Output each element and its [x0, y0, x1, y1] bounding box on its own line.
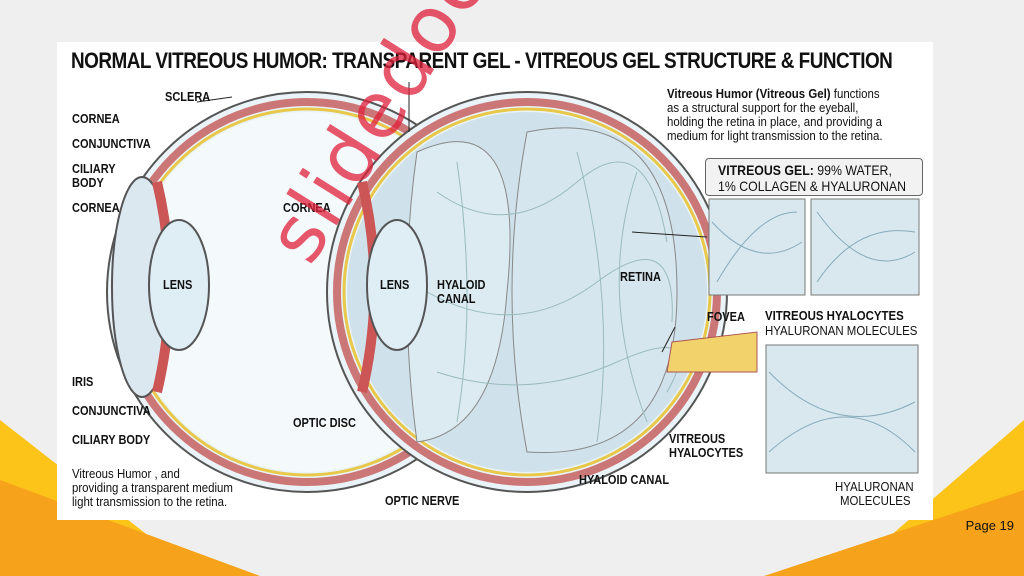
label-hyaloid: HYALOID — [437, 278, 486, 292]
vitreous-gel-box: VITREOUS GEL: 99% WATER, 1% COLLAGEN & H… — [705, 158, 923, 196]
label-molecules: MOLECULES — [840, 493, 911, 508]
label-cornea-3: CORNEA — [283, 201, 331, 215]
label-lens-2: LENS — [380, 278, 410, 292]
label-vitreous: VITREOUS — [669, 432, 726, 446]
eye-diagram-image: NORMAL VITREOUS HUMOR: TRANSPARENT GEL -… — [57, 42, 933, 520]
gel-line-2: 1% COLLAGEN & HYALURONAN — [718, 178, 907, 194]
footnote-line-3: light transmission to the retina. — [72, 494, 228, 509]
page-number: Page 19 — [965, 518, 1014, 533]
label-cornea: CORNEA — [72, 112, 120, 126]
gel-line-1: VITREOUS GEL: 99% WATER, — [718, 162, 892, 178]
label-iris: IRIS — [72, 375, 94, 389]
gel-bold: VITREOUS GEL: — [718, 162, 814, 178]
label-sclera: SCLERA — [165, 90, 211, 104]
label-fovea: FOVEA — [707, 310, 745, 324]
intro-bold: Vitreous Humor (Vitreous Gel) — [667, 86, 831, 101]
diagram-title: NORMAL VITREOUS HUMOR: TRANSPARENT GEL -… — [71, 48, 893, 73]
label-hyaloid-canal: HYALOID CANAL — [579, 473, 670, 487]
label-optic-disc: OPTIC DISC — [293, 416, 356, 430]
eye-illustration — [106, 82, 920, 493]
label-conjunctiva: CONJUNCTIVA — [72, 137, 151, 151]
hyalocytes-box-title: VITREOUS HYALOCYTES — [765, 308, 904, 323]
label-lens: LENS — [163, 278, 193, 292]
intro-text: Vitreous Humor (Vitreous Gel) functions — [667, 87, 880, 101]
footnote-line-2: providing a transparent medium — [72, 480, 233, 495]
hyalocytes-box-subtitle: HYALURONAN MOLECULES — [765, 323, 918, 338]
label-optic-nerve: OPTIC NERVE — [385, 494, 460, 508]
label-conjunctiva-2: CONJUNCTIVA — [72, 404, 151, 418]
corner-decoration-right — [764, 420, 1024, 576]
label-ciliary: CILIARY — [72, 162, 116, 176]
intro-rest: functions — [830, 86, 880, 101]
gel-rest: 99% WATER, — [813, 162, 892, 178]
label-hyaluronan: HYALURONAN — [835, 479, 914, 494]
label-hyalocytes: HYALOCYTES — [669, 446, 744, 460]
intro-line-3: holding the retina in place, and providi… — [667, 114, 882, 129]
footnote-line-1: Vitreous Humor , and — [72, 466, 180, 481]
intro-line-4: medium for light transmission to the ret… — [667, 128, 883, 143]
label-cornea-2: CORNEA — [72, 201, 120, 215]
intro-line-2: as a structural support for the eyeball, — [667, 100, 859, 115]
label-body: BODY — [72, 176, 104, 190]
label-retina: RETINA — [620, 270, 661, 284]
label-ciliary-body: CILIARY BODY — [72, 433, 151, 447]
label-canal: CANAL — [437, 292, 476, 306]
